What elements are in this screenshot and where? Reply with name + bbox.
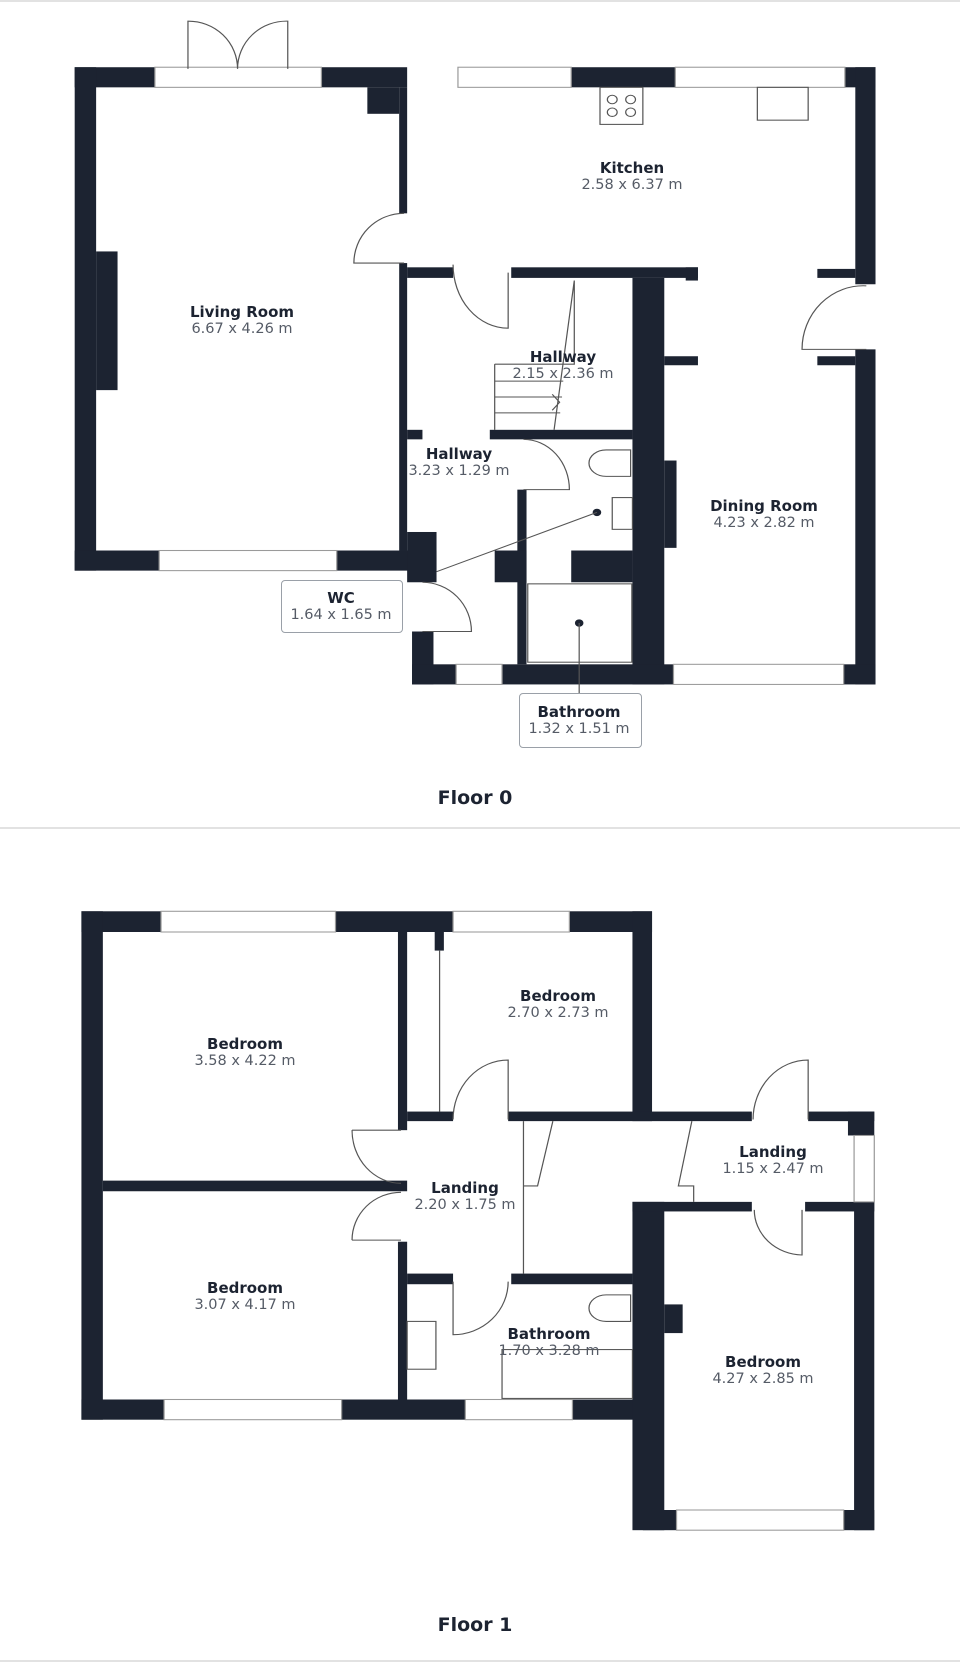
basin-icon [406, 1320, 437, 1370]
floor-0-plan [74, 20, 876, 695]
windows [154, 66, 846, 685]
floor-0-title: Floor 0 [437, 787, 513, 809]
bath-icon [501, 1349, 634, 1399]
floor-1-title: Floor 1 [437, 1614, 513, 1636]
windows [160, 910, 875, 1531]
fixtures [406, 1294, 634, 1399]
stairs [494, 280, 575, 430]
stairs [522, 1121, 695, 1274]
divider [0, 0, 960, 2]
walls [81, 911, 875, 1531]
hob-icon [599, 86, 644, 125]
divider [0, 1660, 960, 1662]
doors [351, 950, 809, 1336]
bathroom-label-box [519, 693, 642, 748]
doors [187, 20, 867, 633]
floor-1-plan [81, 910, 875, 1531]
walls [74, 67, 876, 685]
divider [0, 827, 960, 829]
sink-icon [756, 86, 809, 121]
toilet-icon [588, 1294, 632, 1322]
fixtures [436, 86, 809, 695]
basin-icon [611, 497, 634, 530]
wc-label-box [281, 580, 403, 633]
toilet-icon [588, 449, 632, 477]
